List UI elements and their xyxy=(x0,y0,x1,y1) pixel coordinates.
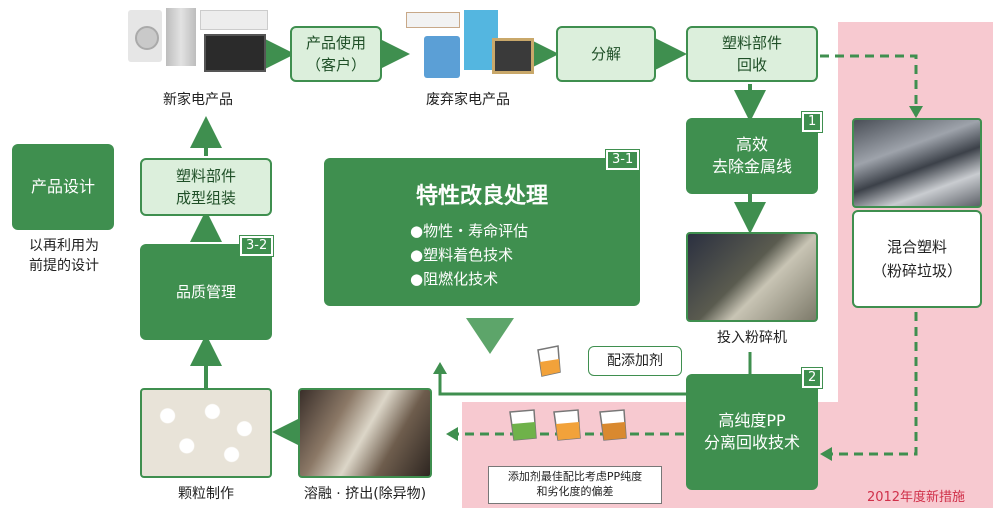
molding-assembly-box: 塑料部件 成型组装 xyxy=(140,158,272,216)
waste-tv-image xyxy=(492,38,534,74)
wire-removal-box: 高效 去除金属线 xyxy=(686,118,818,194)
dashed-arrowhead-pp xyxy=(820,447,832,461)
pellet-photo xyxy=(140,388,272,478)
dashed-arrowhead-mixed xyxy=(909,106,923,118)
melt-extrude-label: 溶融 · 挤出(除异物) xyxy=(303,486,427,502)
badge-3-1: 3-1 xyxy=(606,150,640,170)
melt-extrude-photo xyxy=(298,388,432,478)
badge-3-2: 3-2 xyxy=(240,236,274,256)
product-design-box: 产品设计 xyxy=(12,144,114,230)
disassembly-box: 分解 xyxy=(556,26,656,82)
mixed-plastic-box: 混合塑料 （粉碎垃圾） xyxy=(852,210,982,308)
improvement-item-2: ●塑料着色技术 xyxy=(410,246,514,264)
beaker-green xyxy=(509,409,537,441)
badge-1: 1 xyxy=(802,112,823,132)
improvement-item-1: ●物性・寿命评估 xyxy=(410,222,529,240)
product-design-note: 以再利用为 前提的设计 xyxy=(29,238,99,274)
new-measure-2012-label: 2012年度新措施 xyxy=(866,490,966,505)
new-appliances-label: 新家电产品 xyxy=(163,92,233,108)
crusher-photo xyxy=(686,232,818,322)
pp-separation-box: 高纯度PP 分离回收技术 xyxy=(686,374,818,490)
improvement-item-3: ●阻燃化技术 xyxy=(410,270,499,288)
washer-door xyxy=(135,26,159,50)
improvement-box: 特性改良处理 ●物性・寿命评估 ●塑料着色技术 ●阻燃化技术 xyxy=(324,158,640,306)
improvement-title: 特性改良处理 xyxy=(415,184,548,209)
dashed-arrowhead-melt xyxy=(446,427,458,441)
product-use-box: 产品使用 （客户） xyxy=(290,26,382,82)
beaker-brown xyxy=(599,409,627,441)
additive-beakers xyxy=(506,406,646,448)
additive-label: 配添加剂 xyxy=(588,346,682,376)
crusher-label: 投入粉碎机 xyxy=(717,330,787,346)
arrow-crusher-to-melt xyxy=(438,352,752,396)
additive-note: 添加剂最佳配比考虑PP纯度 和劣化度的偏差 xyxy=(488,466,662,504)
waste-appliance-images xyxy=(404,10,534,80)
aircon-image xyxy=(200,10,268,30)
dashed-mixed-to-pp xyxy=(820,312,918,456)
new-appliance-images xyxy=(122,6,272,72)
waste-aircon-image xyxy=(406,12,460,28)
plastic-recovery-box: 塑料部件 回收 xyxy=(686,26,818,82)
waste-washer-image xyxy=(424,36,460,78)
mixed-plastic-photo xyxy=(852,118,982,208)
quality-mgmt-box: 品质管理 xyxy=(140,244,272,340)
additive-beaker-icon xyxy=(532,344,566,380)
pellet-label: 颗粒制作 xyxy=(178,486,234,502)
dashed-recovery-to-mixed xyxy=(820,54,918,116)
waste-appliances-label: 废弃家电产品 xyxy=(426,92,510,108)
beaker-orange xyxy=(553,409,581,441)
fridge-image xyxy=(166,8,196,66)
down-triangle-marker xyxy=(466,318,514,354)
badge-2: 2 xyxy=(802,368,823,388)
tv-image xyxy=(204,34,266,72)
arrow-to-melt-head xyxy=(433,362,447,374)
